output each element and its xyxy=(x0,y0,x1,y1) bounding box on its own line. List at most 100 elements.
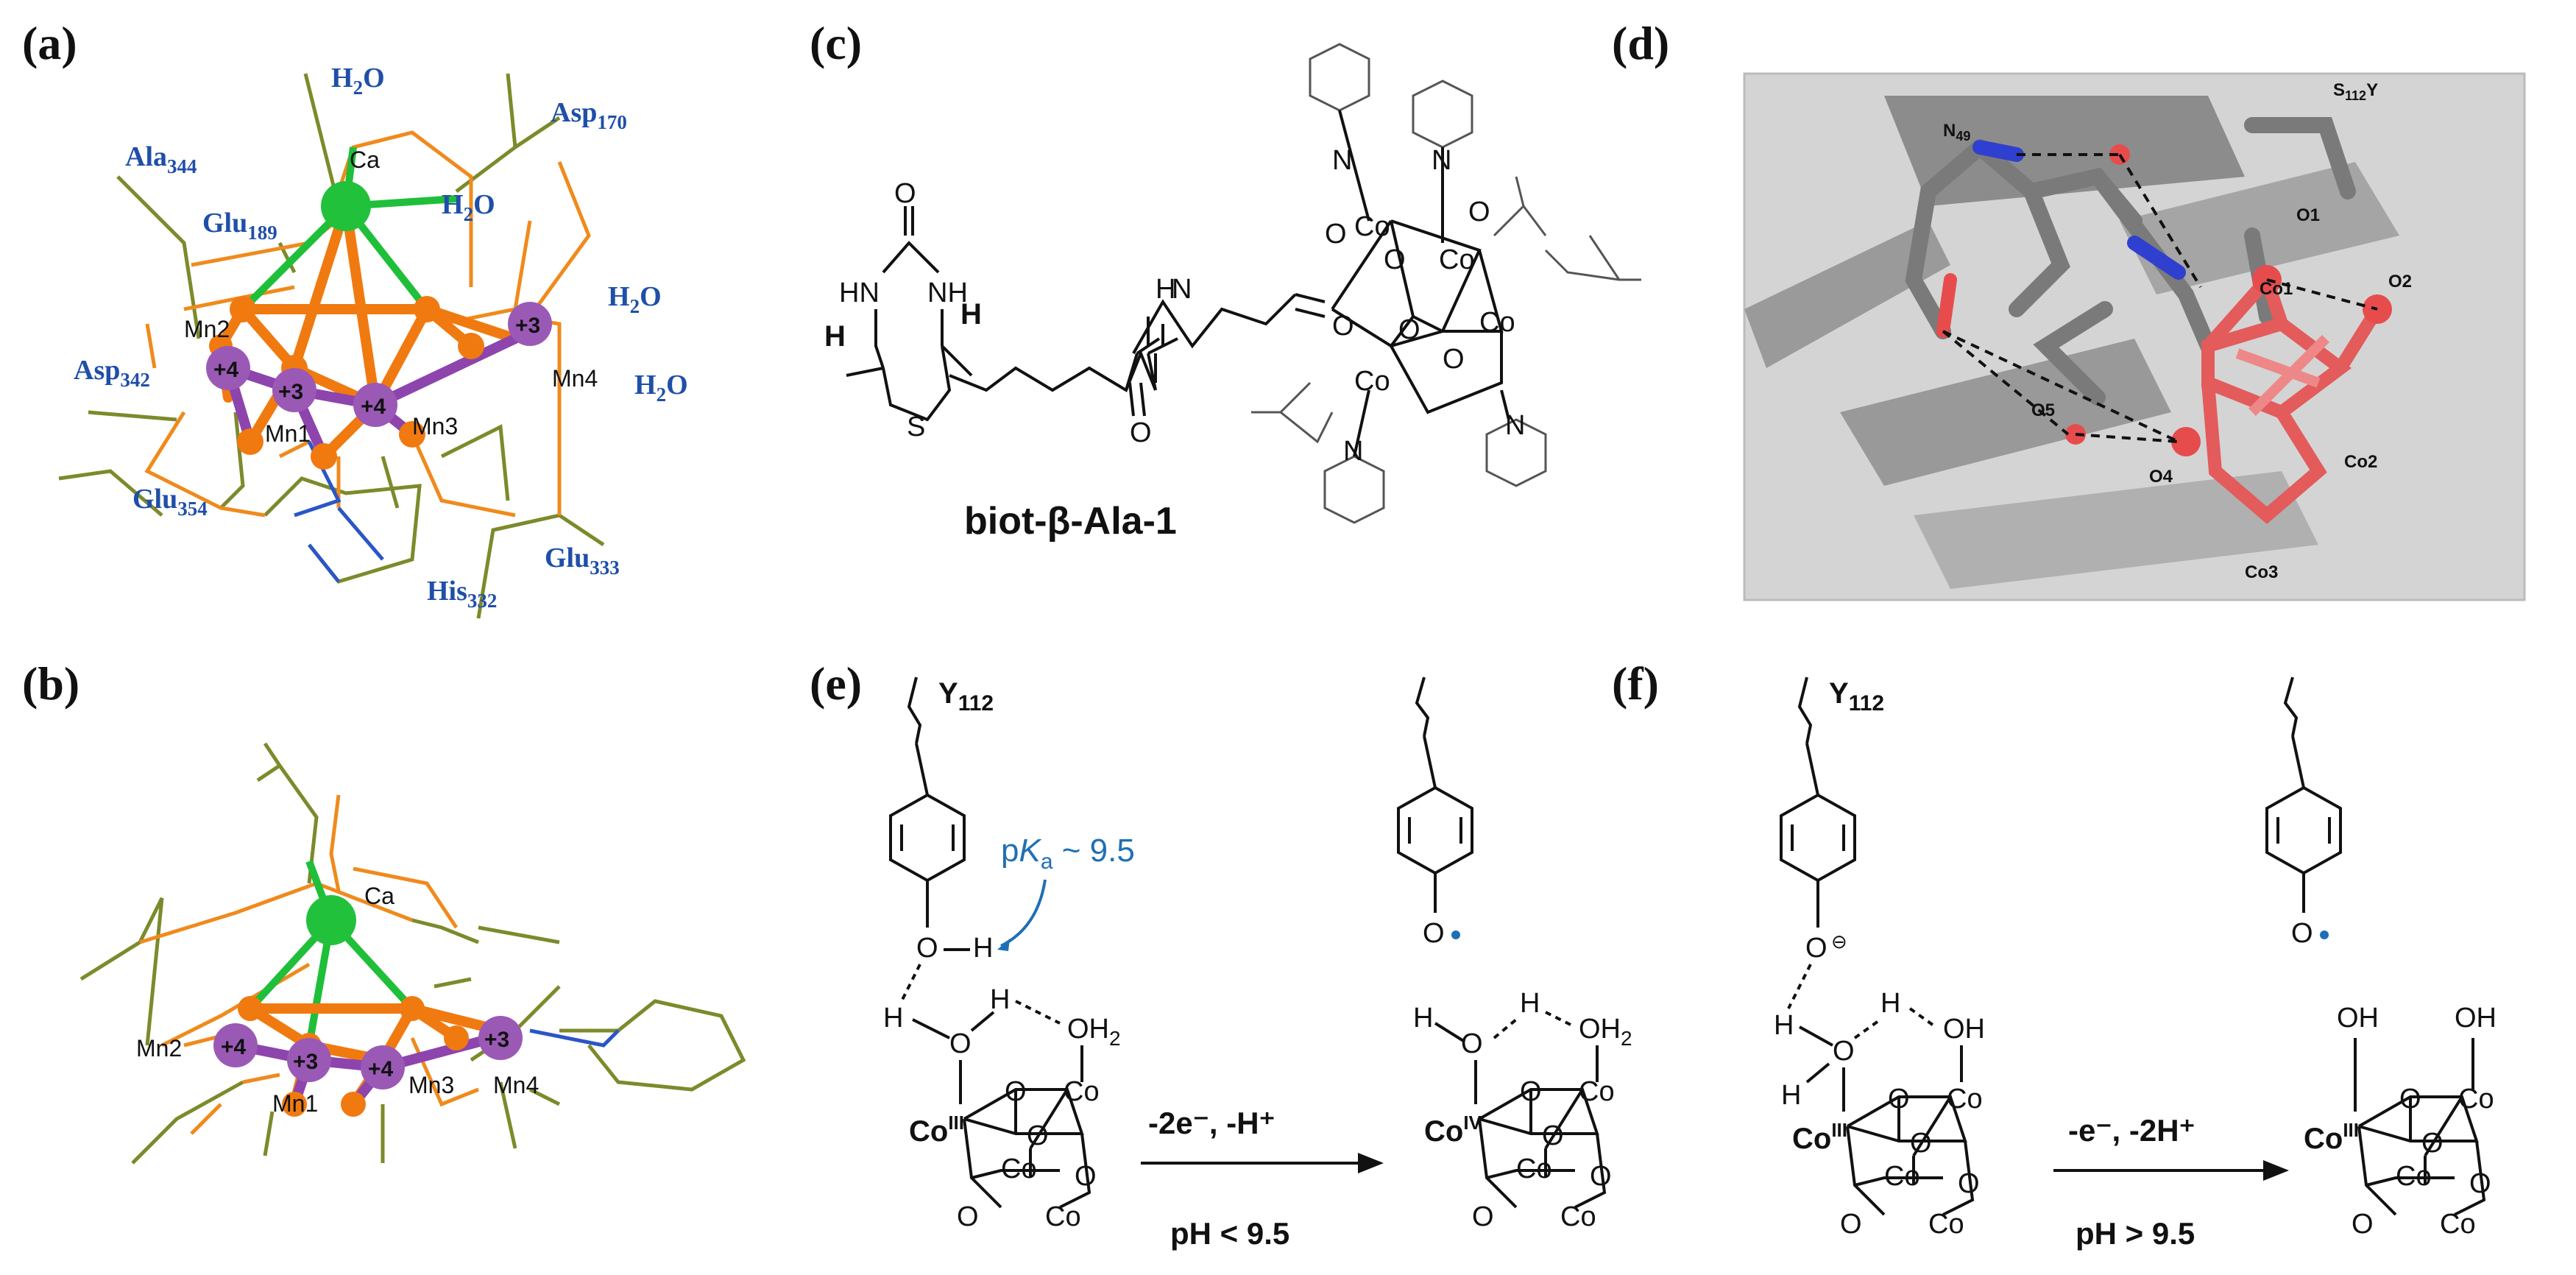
e-y112-left: Y112 xyxy=(938,677,994,716)
c-co-1: Co xyxy=(1354,211,1390,242)
f-o-r2: O xyxy=(2421,1128,2444,1159)
f-o-r1: O xyxy=(2399,1084,2421,1115)
panel-a-structure: Ca Mn2 Mn1 Mn3 Mn4 +4 +3 +4 +3 H2O Asp17… xyxy=(58,63,688,619)
c-h-right: H xyxy=(960,298,982,331)
e-r-o: O xyxy=(1461,1028,1483,1059)
f-co-left-2: Co xyxy=(1947,1084,1983,1115)
e-phenol-h: H xyxy=(973,933,993,964)
e-o-r2: O xyxy=(1542,1120,1564,1151)
f-co-left-4: Co xyxy=(1928,1209,1964,1240)
a-res-7: Asp342 xyxy=(74,355,150,391)
f-o-l2: O xyxy=(1910,1128,1932,1159)
f-co-left-3: Co xyxy=(1884,1161,1920,1192)
e-condition: pH < 9.5 xyxy=(1170,1216,1289,1251)
b-mn3-label: Mn3 xyxy=(408,1072,454,1098)
a-mn4-label: Mn4 xyxy=(552,365,598,392)
c-co-3: Co xyxy=(1479,307,1515,338)
c-amide-nh: H xyxy=(1156,274,1175,305)
e-o-r3: O xyxy=(1590,1161,1612,1192)
b-mn2-label: Mn2 xyxy=(136,1035,182,1062)
f-condition: pH > 9.5 xyxy=(2076,1216,2195,1251)
e-r-h1: H xyxy=(1413,1003,1433,1034)
f-arrow-label: -e⁻, -2H⁺ xyxy=(2068,1113,2195,1148)
e-radical-o: O xyxy=(1423,918,1445,949)
b-mn4-ox: +3 xyxy=(484,1028,509,1052)
e-co-left-3: Co xyxy=(1001,1154,1037,1184)
e-co-left-4: Co xyxy=(1045,1201,1081,1232)
e-r-h2: H xyxy=(1520,988,1540,1019)
e-pka: pKa ~ 9.5 xyxy=(1001,833,1135,874)
a-mn2-ox: +4 xyxy=(213,358,239,382)
e-h2o-h2: H xyxy=(990,984,1010,1015)
c-o-6: O xyxy=(1332,311,1354,342)
a-mn3-label: Mn3 xyxy=(412,413,458,439)
c-pyr-n-3: N xyxy=(1343,436,1363,467)
panel-label-f: (f) xyxy=(1612,657,1659,710)
f-h2o-h2: H xyxy=(1781,1080,1801,1111)
f-minus-charge: ⊖ xyxy=(1831,931,1847,953)
e-phenol-o: O xyxy=(916,933,938,964)
c-carbonyl-o: O xyxy=(894,178,916,209)
c-amide-n: N xyxy=(1172,274,1192,305)
e-co-left-main: CoIII xyxy=(909,1112,964,1148)
b-mn1-ox: +3 xyxy=(293,1050,318,1074)
c-co-2: Co xyxy=(1439,244,1475,275)
panel-e-scheme: Y112 O H pKa ~ 9.5 H O H OH2 CoIII Co Co… xyxy=(883,677,1632,1251)
f-r-oh-left: OH xyxy=(2337,1003,2379,1034)
a-ca-label: Ca xyxy=(350,146,380,173)
c-sulfur: S xyxy=(907,412,925,442)
e-oh2: OH2 xyxy=(1067,1014,1121,1050)
c-o-2: O xyxy=(1384,244,1406,275)
b-mn3-ox: +4 xyxy=(368,1057,394,1081)
f-o-l1: O xyxy=(1888,1084,1910,1115)
e-o-r1: O xyxy=(1520,1076,1542,1107)
c-pyr-n-2: N xyxy=(1432,145,1451,176)
a-res-6: H2O xyxy=(634,370,688,406)
a-res-0: H2O xyxy=(331,63,385,99)
a-mn1-label: Mn1 xyxy=(265,420,311,447)
d-o5: O5 xyxy=(2031,400,2055,420)
f-o-r4: O xyxy=(2352,1209,2374,1240)
c-pyr-n-1: N xyxy=(1332,145,1352,176)
c-compound-name: biot-β-Ala-1 xyxy=(964,500,1177,543)
c-pyr-n-4: N xyxy=(1505,410,1525,441)
f-co-left-main: CoIII xyxy=(1792,1119,1847,1155)
e-co-right-4: Co xyxy=(1560,1201,1596,1232)
c-co-4: Co xyxy=(1354,366,1390,397)
a-res-9: Glu333 xyxy=(545,543,620,579)
c-o-4: O xyxy=(1398,314,1420,345)
f-co-right-3: Co xyxy=(2396,1161,2432,1192)
c-h-left: H xyxy=(824,320,846,353)
d-co1: Co1 xyxy=(2260,279,2293,299)
f-co-right-2: Co xyxy=(2458,1084,2494,1115)
a-res-5: H2O xyxy=(608,281,662,317)
f-h2o-o: O xyxy=(1833,1036,1855,1067)
c-amide-o: O xyxy=(1130,417,1152,448)
panel-label-a: (a) xyxy=(22,17,77,69)
panel-f-scheme: Y112 O ⊖ H O H H OH CoIII Co Co Co O O O… xyxy=(1774,677,2497,1251)
d-co3: Co3 xyxy=(2245,562,2278,582)
c-o-5: O xyxy=(1443,344,1465,375)
a-res-8: Glu354 xyxy=(132,484,208,520)
b-mn1-label: Mn1 xyxy=(272,1090,318,1117)
panel-label-e: (e) xyxy=(810,657,862,710)
d-co2: Co2 xyxy=(2344,452,2377,472)
f-o-l3: O xyxy=(1958,1168,1980,1199)
d-n49: N49 xyxy=(1943,121,1970,144)
e-r-oh2: OH2 xyxy=(1579,1014,1632,1050)
panel-b-structure: Ca Mn2 Mn1 Mn3 Mn4 +4 +3 +4 +3 xyxy=(79,742,746,1165)
a-res-10: His332 xyxy=(427,576,497,612)
a-res-2: Ala344 xyxy=(125,141,197,177)
panel-label-d: (d) xyxy=(1612,17,1669,69)
c-hn: HN xyxy=(839,278,880,308)
f-radical-o: O xyxy=(2291,918,2313,949)
e-h2o-o: O xyxy=(949,1028,972,1059)
a-mn3-ox: +4 xyxy=(361,395,386,419)
b-ca-label: Ca xyxy=(364,883,394,909)
e-o-l2: O xyxy=(1027,1120,1049,1151)
d-o2: O2 xyxy=(2388,272,2412,292)
f-y112-left: Y112 xyxy=(1829,677,1884,716)
e-o-l3: O xyxy=(1075,1161,1097,1192)
a-mn4-ox: +3 xyxy=(515,314,540,338)
